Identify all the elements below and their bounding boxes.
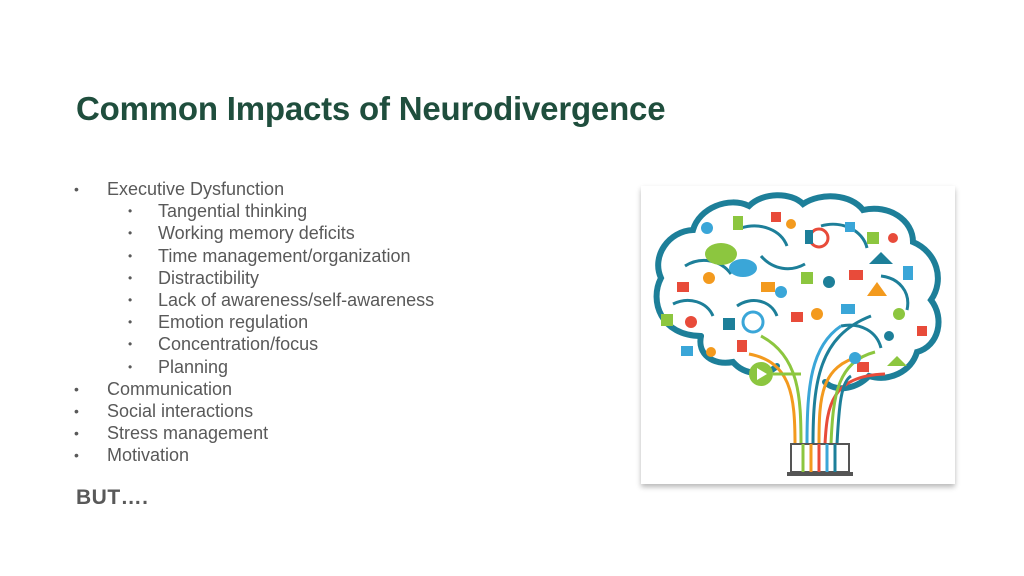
sub-bullet-item: • Concentration/focus: [70, 333, 590, 355]
bullet-glyph: •: [128, 226, 133, 241]
bullet-item: • Stress management: [70, 422, 590, 444]
sub-bullet-item: • Emotion regulation: [70, 311, 590, 333]
bullet-text: Distractibility: [158, 267, 260, 288]
bullet-text: Concentration/focus: [158, 334, 319, 355]
sub-bullet-item: • Tangential thinking: [70, 200, 590, 222]
brain-tree-icon: [653, 192, 942, 476]
bullet-text: Motivation: [107, 445, 190, 466]
bullet-glyph: •: [74, 447, 79, 464]
bullet-glyph: •: [128, 204, 133, 219]
bullet-glyph: •: [128, 270, 133, 285]
bullet-glyph: •: [74, 402, 79, 419]
bullet-text: Planning: [158, 356, 229, 377]
sub-bullet-item: • Lack of awareness/self-awareness: [70, 289, 590, 311]
sub-bullet-item: • Distractibility: [70, 267, 590, 289]
bullet-glyph: •: [74, 380, 79, 397]
bullet-glyph: •: [128, 337, 133, 352]
bullet-text: Executive Dysfunction: [107, 179, 285, 199]
bullet-list: • Executive Dysfunction • Tangential think…: [70, 178, 590, 466]
bullet-text: Lack of awareness/self-awareness: [158, 289, 435, 310]
bullet-item: • Social interactions: [70, 400, 590, 422]
bullet-text: Tangential thinking: [158, 201, 308, 222]
sub-bullet-item: • Planning: [70, 356, 590, 378]
bullet-glyph: •: [128, 248, 133, 263]
bullet-text: Stress management: [107, 423, 269, 444]
bullet-text: Emotion regulation: [158, 312, 309, 333]
bullet-glyph: •: [128, 315, 133, 330]
brain-illustration: [641, 186, 955, 484]
sub-bullet-item: • Time management/organization: [70, 245, 590, 267]
closing-text: BUT….: [76, 486, 149, 509]
bullet-glyph: •: [128, 359, 133, 374]
bullet-glyph: •: [128, 292, 133, 307]
bullet-text: Communication: [107, 378, 233, 399]
slide-title: Common Impacts of Neurodivergence: [76, 90, 666, 127]
bullet-item: • Communication: [70, 378, 590, 400]
bullet-glyph: •: [74, 425, 79, 442]
bullet-item: • Motivation: [70, 444, 590, 466]
bullet-glyph: •: [74, 181, 79, 197]
bullet-item: • Executive Dysfunction: [70, 178, 590, 200]
bullet-text: Time management/organization: [158, 245, 411, 266]
brain-outline: [653, 192, 942, 392]
sub-bullet-item: • Working memory deficits: [70, 222, 590, 244]
bullet-text: Social interactions: [107, 400, 254, 421]
chat-bubble-icon: [705, 243, 757, 277]
bullet-text: Working memory deficits: [158, 223, 355, 244]
